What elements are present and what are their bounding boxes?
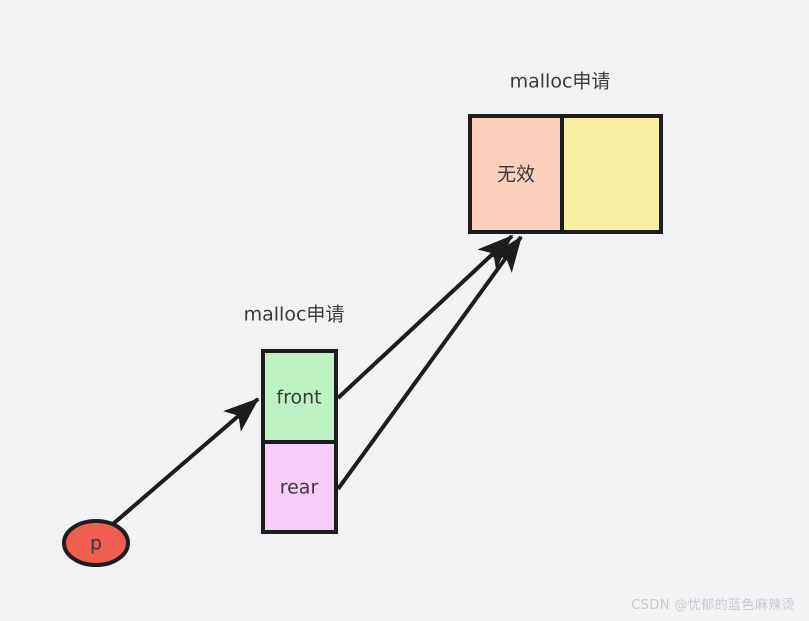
top-block-cell-invalid[interactable] bbox=[468, 114, 564, 234]
pointer-node-p-label: p bbox=[90, 533, 102, 555]
pointer-node-p[interactable] bbox=[62, 519, 130, 567]
bottom-block-cell-rear[interactable] bbox=[261, 440, 338, 534]
csdn-watermark: CSDN @忧郁的蓝色麻辣烫 bbox=[631, 598, 795, 613]
top-block-cell-invalid-label: 无效 bbox=[497, 164, 535, 186]
top-block-cell-free[interactable] bbox=[560, 114, 663, 234]
bottom-block-group: malloc申请 front rear bbox=[244, 304, 345, 534]
top-block-group: malloc申请 无效 bbox=[468, 71, 663, 234]
top-block-caption: malloc申请 bbox=[510, 71, 611, 93]
bottom-block-cell-front-label: front bbox=[276, 387, 321, 409]
arrow-rear-to-top-block bbox=[336, 235, 523, 491]
pointer-node-group: p bbox=[62, 519, 130, 567]
bottom-block-caption: malloc申请 bbox=[244, 304, 345, 326]
arrow-front-to-top-block bbox=[336, 234, 514, 400]
bottom-block-cell-rear-label: rear bbox=[280, 477, 319, 499]
arrow-p-to-front bbox=[111, 397, 260, 526]
arrow-layer bbox=[111, 234, 523, 526]
